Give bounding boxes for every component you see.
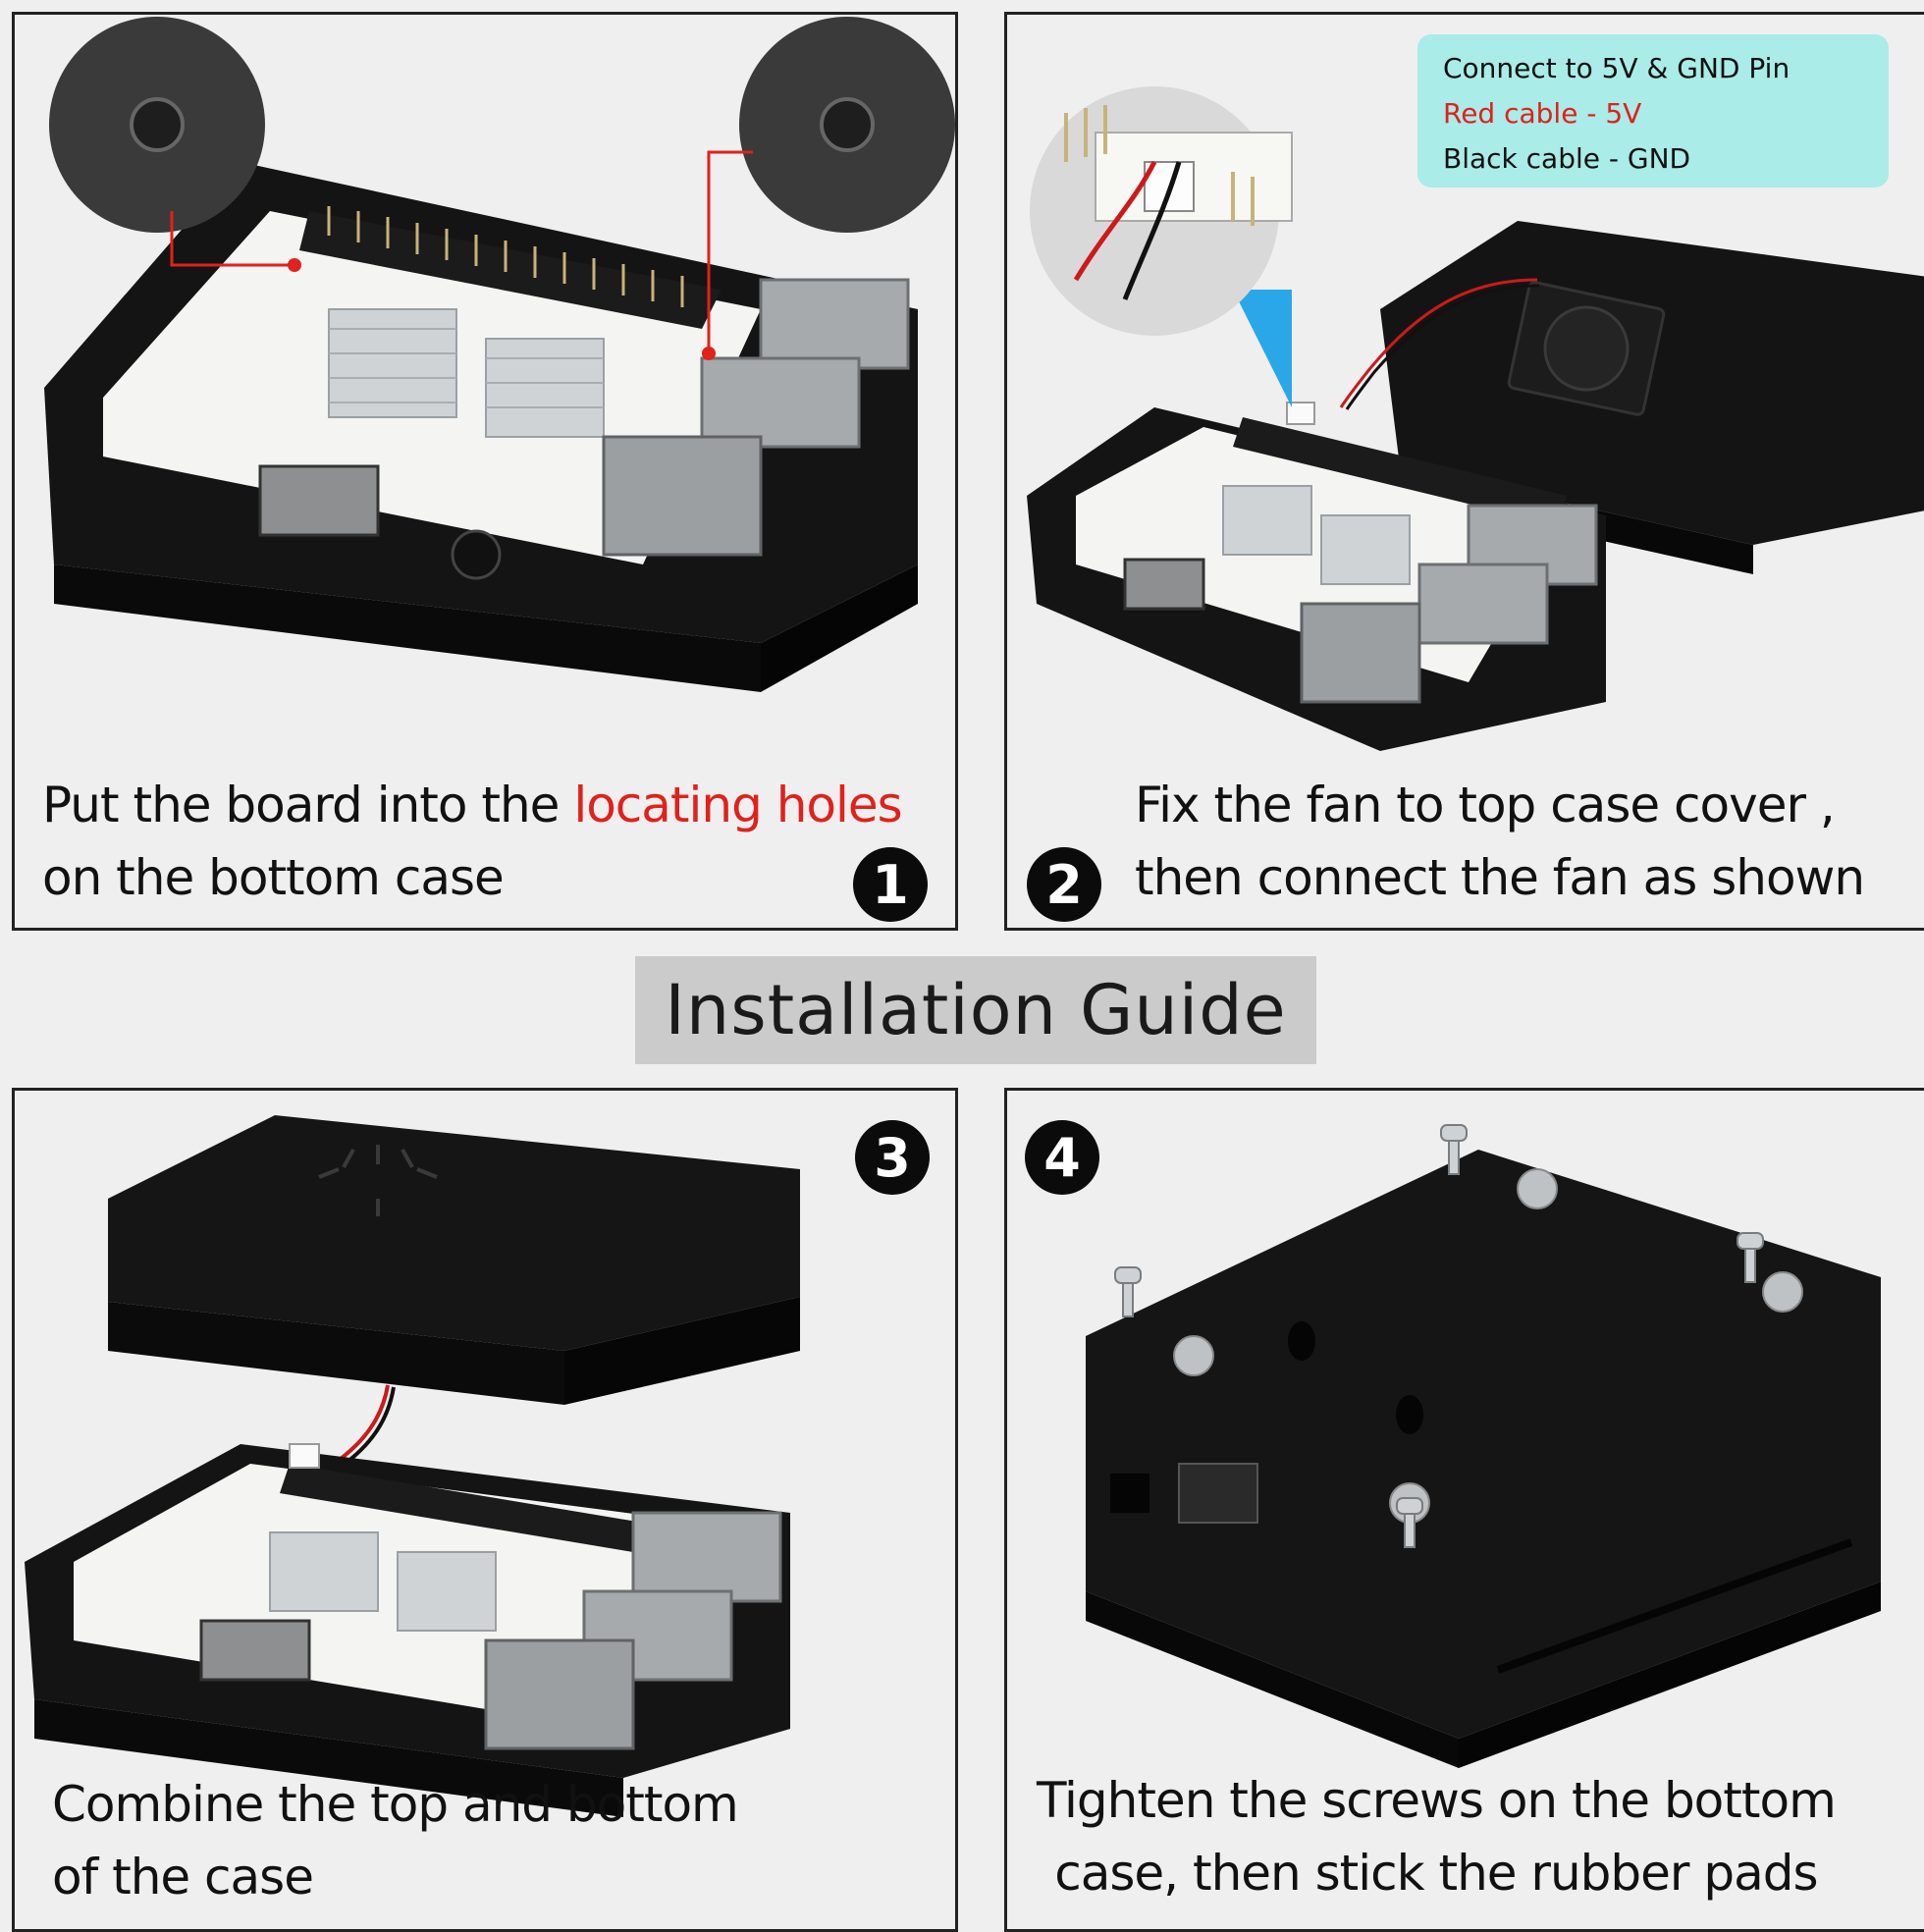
combine-case-illustration: [25, 1115, 800, 1817]
installation-guide-title: Installation Guide: [635, 956, 1316, 1064]
fan-connection-illustration: [1027, 86, 1924, 751]
step-3-panel: 3 Combine the top and bottom of the case: [12, 1088, 958, 1932]
red-cable-label: Red cable - 5V: [1443, 97, 1642, 130]
step-4-caption: Tighten the screws on the bottom case, t…: [1037, 1772, 1837, 1902]
screws-and-pads-illustration: [1086, 1124, 1881, 1768]
step-2-panel: Connect to 5V & GND Pin Red cable - 5V B…: [1004, 12, 1924, 931]
step-4-panel: 4 Tighten the screws on the bottom case,…: [1004, 1088, 1924, 1932]
fan-wiring-note: Connect to 5V & GND Pin Red cable - 5V B…: [1417, 34, 1889, 188]
step-2-caption: Fix the fan to top case cover , then con…: [1135, 777, 1865, 906]
step-1-panel: Put the board into the locating holes on…: [12, 12, 958, 931]
black-cable-label: Black cable - GND: [1443, 142, 1691, 175]
step-1-number-badge: 1: [853, 847, 928, 922]
step-1-caption: Put the board into the locating holes on…: [42, 777, 903, 906]
step-2-number-badge: 2: [1027, 847, 1101, 922]
locating-holes-highlight: locating holes: [573, 777, 902, 833]
step-3-number-badge: 3: [855, 1120, 930, 1195]
step-3-caption: Combine the top and bottom of the case: [52, 1776, 739, 1905]
board-in-bottom-case-illustration: [44, 17, 955, 692]
step-4-number-badge: 4: [1025, 1120, 1099, 1195]
